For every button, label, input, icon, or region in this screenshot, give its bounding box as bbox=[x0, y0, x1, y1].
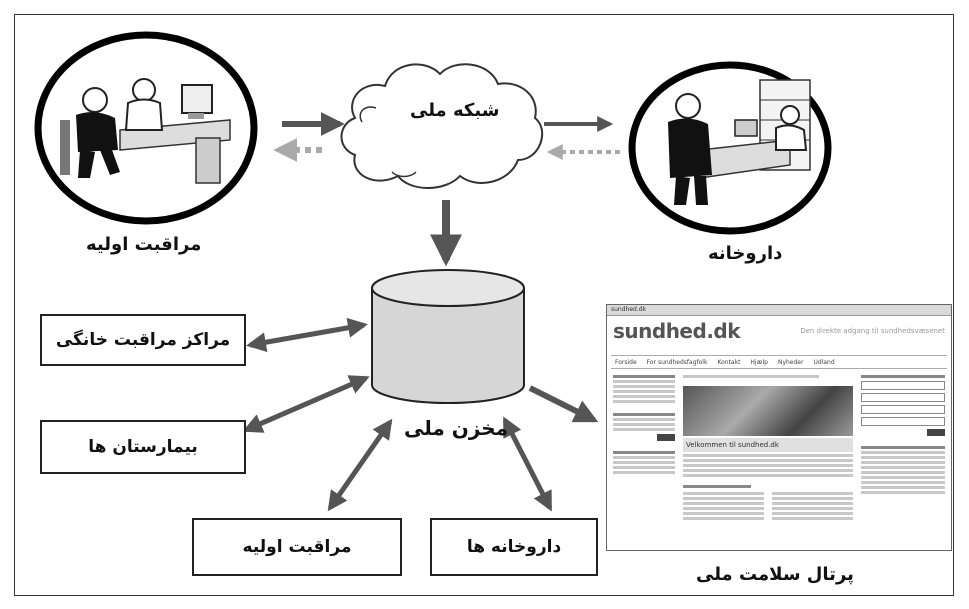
repository-label: مخزن ملی bbox=[404, 416, 509, 440]
portal-nav-item: Hjælp bbox=[750, 358, 768, 366]
primary-care-bottom-label: مراقبت اولیه bbox=[242, 537, 352, 557]
diagram-frame bbox=[14, 14, 954, 596]
pharmacies-bottom-box: داروخانه ها bbox=[430, 518, 598, 576]
hospitals-box: بیمارستان ها bbox=[40, 420, 246, 474]
portal-label: پرتال سلامت ملی bbox=[696, 564, 854, 585]
portal-nav-item: For sundhedsfagfolk bbox=[646, 358, 708, 366]
portal-left-column bbox=[613, 373, 675, 544]
primary-care-top-label: مراقبت اولیه bbox=[86, 234, 202, 255]
portal-nav-item: Forside bbox=[615, 358, 637, 366]
portal-logo: sundhed.dk bbox=[613, 319, 741, 343]
arrow-repo-pharmacies bbox=[502, 416, 553, 512]
arrow-repo-primarycare bbox=[327, 418, 393, 512]
arrows bbox=[242, 112, 620, 512]
pharmacy-counter-scene-icon bbox=[628, 61, 832, 235]
portal-nav-item: Nyheder bbox=[777, 358, 804, 366]
primary-care-bottom-box: مراقبت اولیه bbox=[192, 518, 402, 576]
portal-welcome: Velkommen til sundhed.dk bbox=[683, 438, 853, 452]
portal-center-column: Velkommen til sundhed.dk bbox=[683, 373, 853, 544]
portal-nav-item: Udland bbox=[813, 358, 835, 366]
arrow-repo-hospitals bbox=[242, 375, 370, 433]
pharmacy-top-label: داروخانه bbox=[708, 243, 783, 264]
portal-nav-item: Kontakt bbox=[717, 358, 741, 366]
portal-address-bar: sundhed.dk bbox=[607, 305, 951, 316]
cloud-icon bbox=[340, 63, 544, 189]
portal-screenshot: sundhed.dk sundhed.dk Den direkte adgang… bbox=[606, 304, 952, 551]
database-cylinder-icon bbox=[371, 269, 525, 404]
portal-right-column bbox=[861, 373, 945, 544]
home-care-label: مراکز مراقبت خانگی bbox=[55, 330, 231, 350]
portal-nav: Forside For sundhedsfagfolk Kontakt Hjæl… bbox=[611, 355, 947, 369]
portal-tagline: Den direkte adgang til sundhedsvæsenet bbox=[800, 327, 945, 335]
hospitals-label: بیمارستان ها bbox=[88, 437, 198, 457]
pharmacies-bottom-label: داروخانه ها bbox=[466, 537, 562, 557]
network-label: شبکه ملی bbox=[410, 100, 500, 121]
doctor-office-scene-icon bbox=[34, 31, 258, 225]
portal-hero-image bbox=[683, 386, 853, 436]
arrow-repo-homecare bbox=[246, 317, 368, 353]
arrow-repo-portal bbox=[528, 385, 599, 423]
home-care-box: مراکز مراقبت خانگی bbox=[40, 314, 246, 366]
